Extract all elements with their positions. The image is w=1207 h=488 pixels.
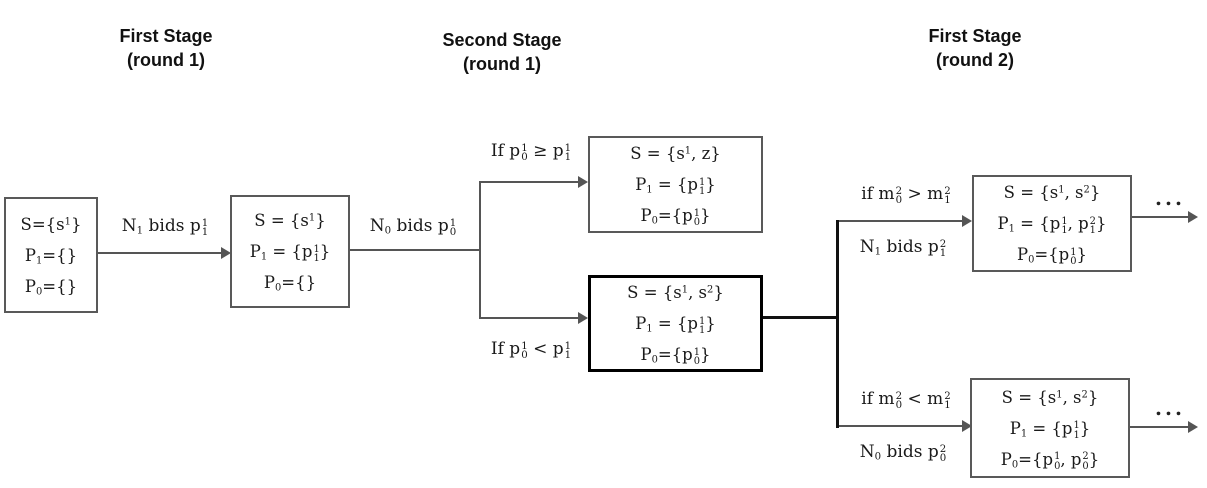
arrowhead-branch2-bottom — [962, 420, 972, 432]
ellipsis-bottom: ... — [1155, 396, 1185, 420]
ellipsis-top: ... — [1155, 186, 1185, 210]
header-line1: First Stage — [928, 26, 1022, 46]
header-line2: (round 1) — [127, 49, 205, 70]
branch1-vertical-line — [479, 181, 481, 319]
arrowhead-branch1-top — [578, 176, 588, 188]
branch2-top-line — [839, 220, 965, 222]
edge-n0-bid-line — [350, 249, 480, 251]
exit-bottom-line — [1130, 426, 1190, 428]
state-line-p0: P0={} — [263, 273, 317, 294]
arrowhead-branch1-bottom — [578, 312, 588, 324]
state-line-s: S = {s1} — [254, 211, 326, 230]
header-line2: (round 1) — [463, 53, 541, 74]
state-line-p1: P1={} — [24, 245, 78, 266]
state-line-s: S = {s1, s2} — [627, 283, 724, 302]
state-line-s: S = {s1, z} — [630, 144, 721, 163]
state-line-s: S = {s1, s2} — [1003, 183, 1101, 202]
header-line2: (round 2) — [936, 49, 1014, 70]
state-box-round1-initial: S={s1} P1={} P0={} — [4, 197, 98, 313]
arrowhead-n1-bid — [221, 247, 231, 259]
branch2-vertical-line — [836, 220, 839, 428]
header-first-stage-round1: First Stage (round 1) — [66, 25, 266, 73]
header-line1: First Stage — [119, 26, 213, 46]
arrowhead-exit-top — [1188, 211, 1198, 223]
state-line-p0: P0={} — [24, 276, 78, 297]
state-line-s: S={s1} — [20, 214, 82, 234]
branch2-bottom-line — [839, 425, 965, 427]
header-second-stage-round1: Second Stage (round 1) — [402, 29, 602, 77]
branch1-bottom-line — [479, 317, 580, 319]
arrowhead-exit-bottom — [1188, 421, 1198, 433]
header-line1: Second Stage — [442, 30, 562, 50]
branch1-top-line — [479, 181, 580, 183]
exit-top-line — [1132, 216, 1190, 218]
continue-out-line — [763, 316, 839, 319]
header-first-stage-round2: First Stage (round 2) — [875, 25, 1075, 73]
edge-n1-bid-line — [98, 252, 222, 254]
state-line-s: S = {s1, s2} — [1001, 387, 1099, 407]
arrowhead-branch2-top — [962, 215, 972, 227]
